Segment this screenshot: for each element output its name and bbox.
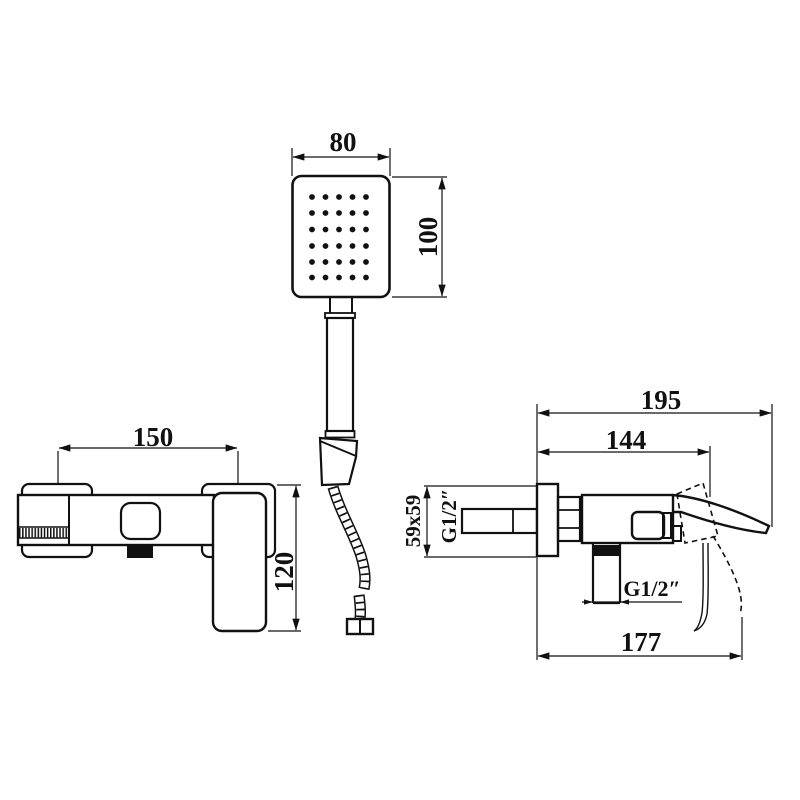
spray-nozzle-grid — [309, 194, 369, 281]
side-waterfall-spout — [671, 493, 771, 535]
hand-shower-collar-bottom — [324, 430, 356, 439]
side-outlet-thread-band — [592, 545, 621, 556]
front-knurl-band-edges — [18, 526, 69, 539]
dim-label-side-bottom-depth: 177 — [621, 627, 662, 657]
wall-bracket — [318, 436, 359, 487]
dim-label-side-body-depth: 144 — [606, 425, 647, 455]
dim-59x59-extension-lines — [424, 485, 538, 558]
side-lever-handle — [630, 510, 666, 541]
front-hose-outlet-port — [127, 546, 153, 558]
front-lever-handle — [211, 491, 268, 633]
hose-fill-lower — [354, 594, 365, 620]
side-connector-nut-facets — [558, 509, 580, 529]
hand-shower-handle — [325, 316, 355, 433]
dim-label-side-outlet-thread: G1/2″ — [623, 576, 680, 601]
dim-label-hand-shower-width: 80 — [330, 127, 357, 157]
dim-label-side-inlet-thread: G1/2″ — [437, 489, 461, 544]
dim-100-extension-lines — [392, 176, 447, 298]
side-water-stream-line-2 — [693, 542, 709, 632]
hand-shower-neck — [329, 298, 353, 313]
side-wall-flange — [535, 482, 560, 558]
hose-corrugation-upper — [329, 485, 370, 590]
mixer-side-view — [460, 481, 771, 632]
dim-80-extension-lines — [291, 148, 391, 176]
side-handle-hinge — [662, 512, 672, 539]
dim-outlet-arrow-left — [584, 599, 593, 605]
mixer-front-view — [16, 482, 277, 633]
side-connector-nut — [556, 495, 582, 543]
front-cartridge-cover-plate — [119, 501, 162, 541]
dim-label-side-total-depth: 195 — [641, 385, 682, 415]
side-water-stream-line-1 — [693, 542, 704, 632]
side-spout-alternate-position-dashed — [676, 481, 720, 544]
dim-195-extension-lines — [536, 404, 773, 527]
dim-outlet-arrow-right — [620, 599, 629, 605]
side-inlet-pipe — [460, 507, 539, 535]
side-spout-mount-step — [673, 525, 682, 542]
hose-corrugation-lower — [354, 594, 365, 620]
dim-label-side-flange-size: 59x59 — [401, 495, 425, 548]
shower-hose — [327, 485, 375, 636]
dimension-lines — [57, 148, 773, 660]
dim-150-extension-lines — [57, 451, 239, 483]
side-pour-path-dashed — [712, 535, 743, 615]
dim-label-front-center-distance: 150 — [133, 422, 174, 452]
wall-bracket-seam — [319, 440, 357, 457]
hand-shower-view — [291, 174, 391, 487]
dim-label-front-handle-height: 120 — [269, 552, 299, 593]
dim-120-extension-lines — [268, 484, 301, 632]
dim-177-extension-lines — [536, 558, 743, 660]
front-knurl-texture — [19, 528, 68, 538]
dim-label-hand-shower-height: 100 — [413, 217, 443, 258]
hand-shower-head — [291, 174, 391, 299]
